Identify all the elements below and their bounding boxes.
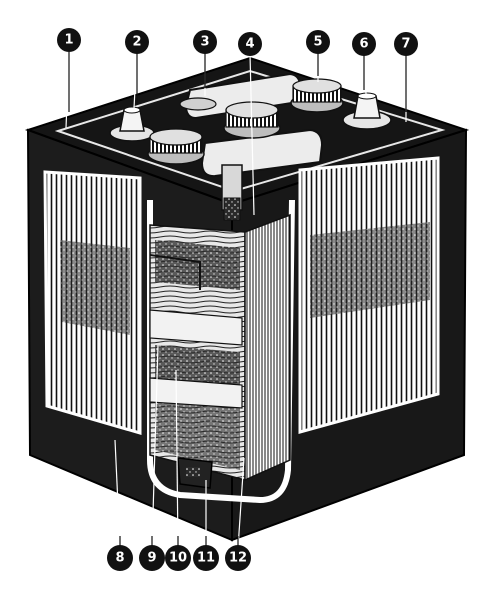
leader-lines-dark (68, 52, 407, 548)
callout-1: 1 (57, 28, 81, 52)
callout-6: 6 (352, 32, 376, 56)
left-terminal-post (109, 106, 155, 142)
svg-text:10: 10 (169, 551, 187, 566)
callout-10: 10 (165, 545, 191, 571)
callout-7: 7 (394, 32, 418, 56)
callout-12: 12 (225, 545, 251, 571)
svg-text:11: 11 (197, 551, 215, 566)
svg-text:12: 12 (229, 551, 247, 566)
svg-text:6: 6 (359, 37, 368, 52)
cell-separator-wall (147, 199, 295, 504)
vent-cap-back (179, 97, 217, 111)
svg-text:2: 2 (132, 35, 141, 50)
svg-text:1: 1 (64, 33, 73, 48)
plate-support-foot (177, 457, 213, 489)
callout-8: 8 (107, 545, 133, 571)
callout-2: 2 (125, 30, 149, 54)
callout-4: 4 (238, 32, 262, 56)
callout-5: 5 (306, 30, 330, 54)
left-cell-window (43, 170, 142, 435)
callout-9: 9 (139, 545, 165, 571)
svg-text:7: 7 (401, 37, 410, 52)
right-cell-window (298, 156, 440, 434)
svg-text:5: 5 (313, 35, 322, 50)
plate-stack (149, 213, 291, 482)
callout-3: 3 (193, 30, 217, 54)
svg-text:8: 8 (115, 551, 124, 566)
svg-text:3: 3 (200, 35, 209, 50)
right-terminal-post (342, 92, 392, 130)
vent-cap-left (147, 128, 205, 165)
svg-text:9: 9 (147, 551, 156, 566)
callout-11: 11 (193, 545, 219, 571)
vent-cap-right (290, 78, 344, 113)
svg-text:4: 4 (245, 37, 254, 52)
